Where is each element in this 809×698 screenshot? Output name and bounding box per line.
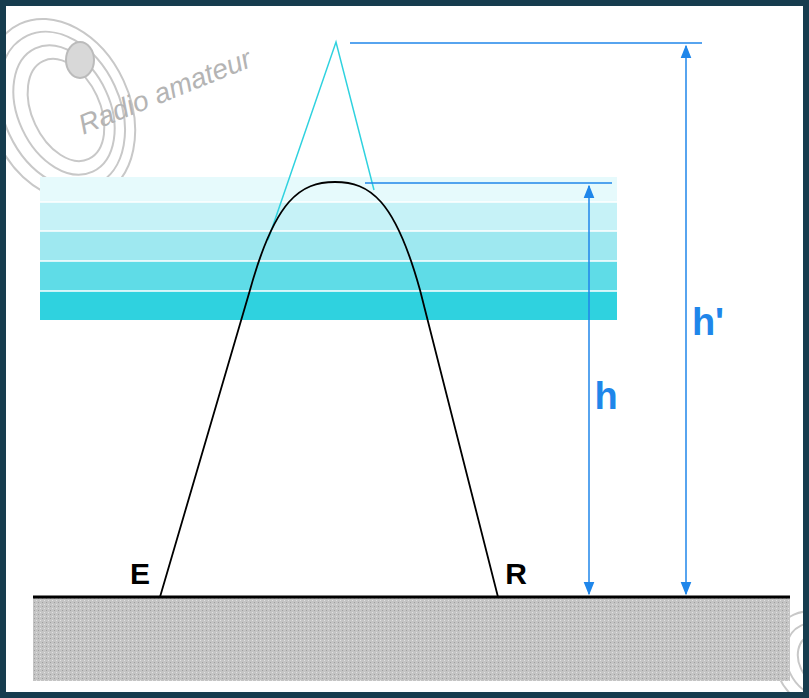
- ray-path: [160, 182, 498, 597]
- height-dimension: [350, 43, 702, 594]
- ground-line: [33, 596, 790, 599]
- ground: [33, 597, 790, 681]
- station-label: R: [505, 559, 527, 589]
- virtual-path: [268, 42, 374, 240]
- station-label: E: [130, 559, 150, 589]
- diagram-panel: Radio amateurE Rh h': [6, 6, 803, 692]
- height-label: h': [692, 303, 724, 341]
- ionosphere-layer: [40, 177, 617, 320]
- watermark-text: Radio amateur: [75, 45, 256, 140]
- height-label: h: [594, 377, 617, 415]
